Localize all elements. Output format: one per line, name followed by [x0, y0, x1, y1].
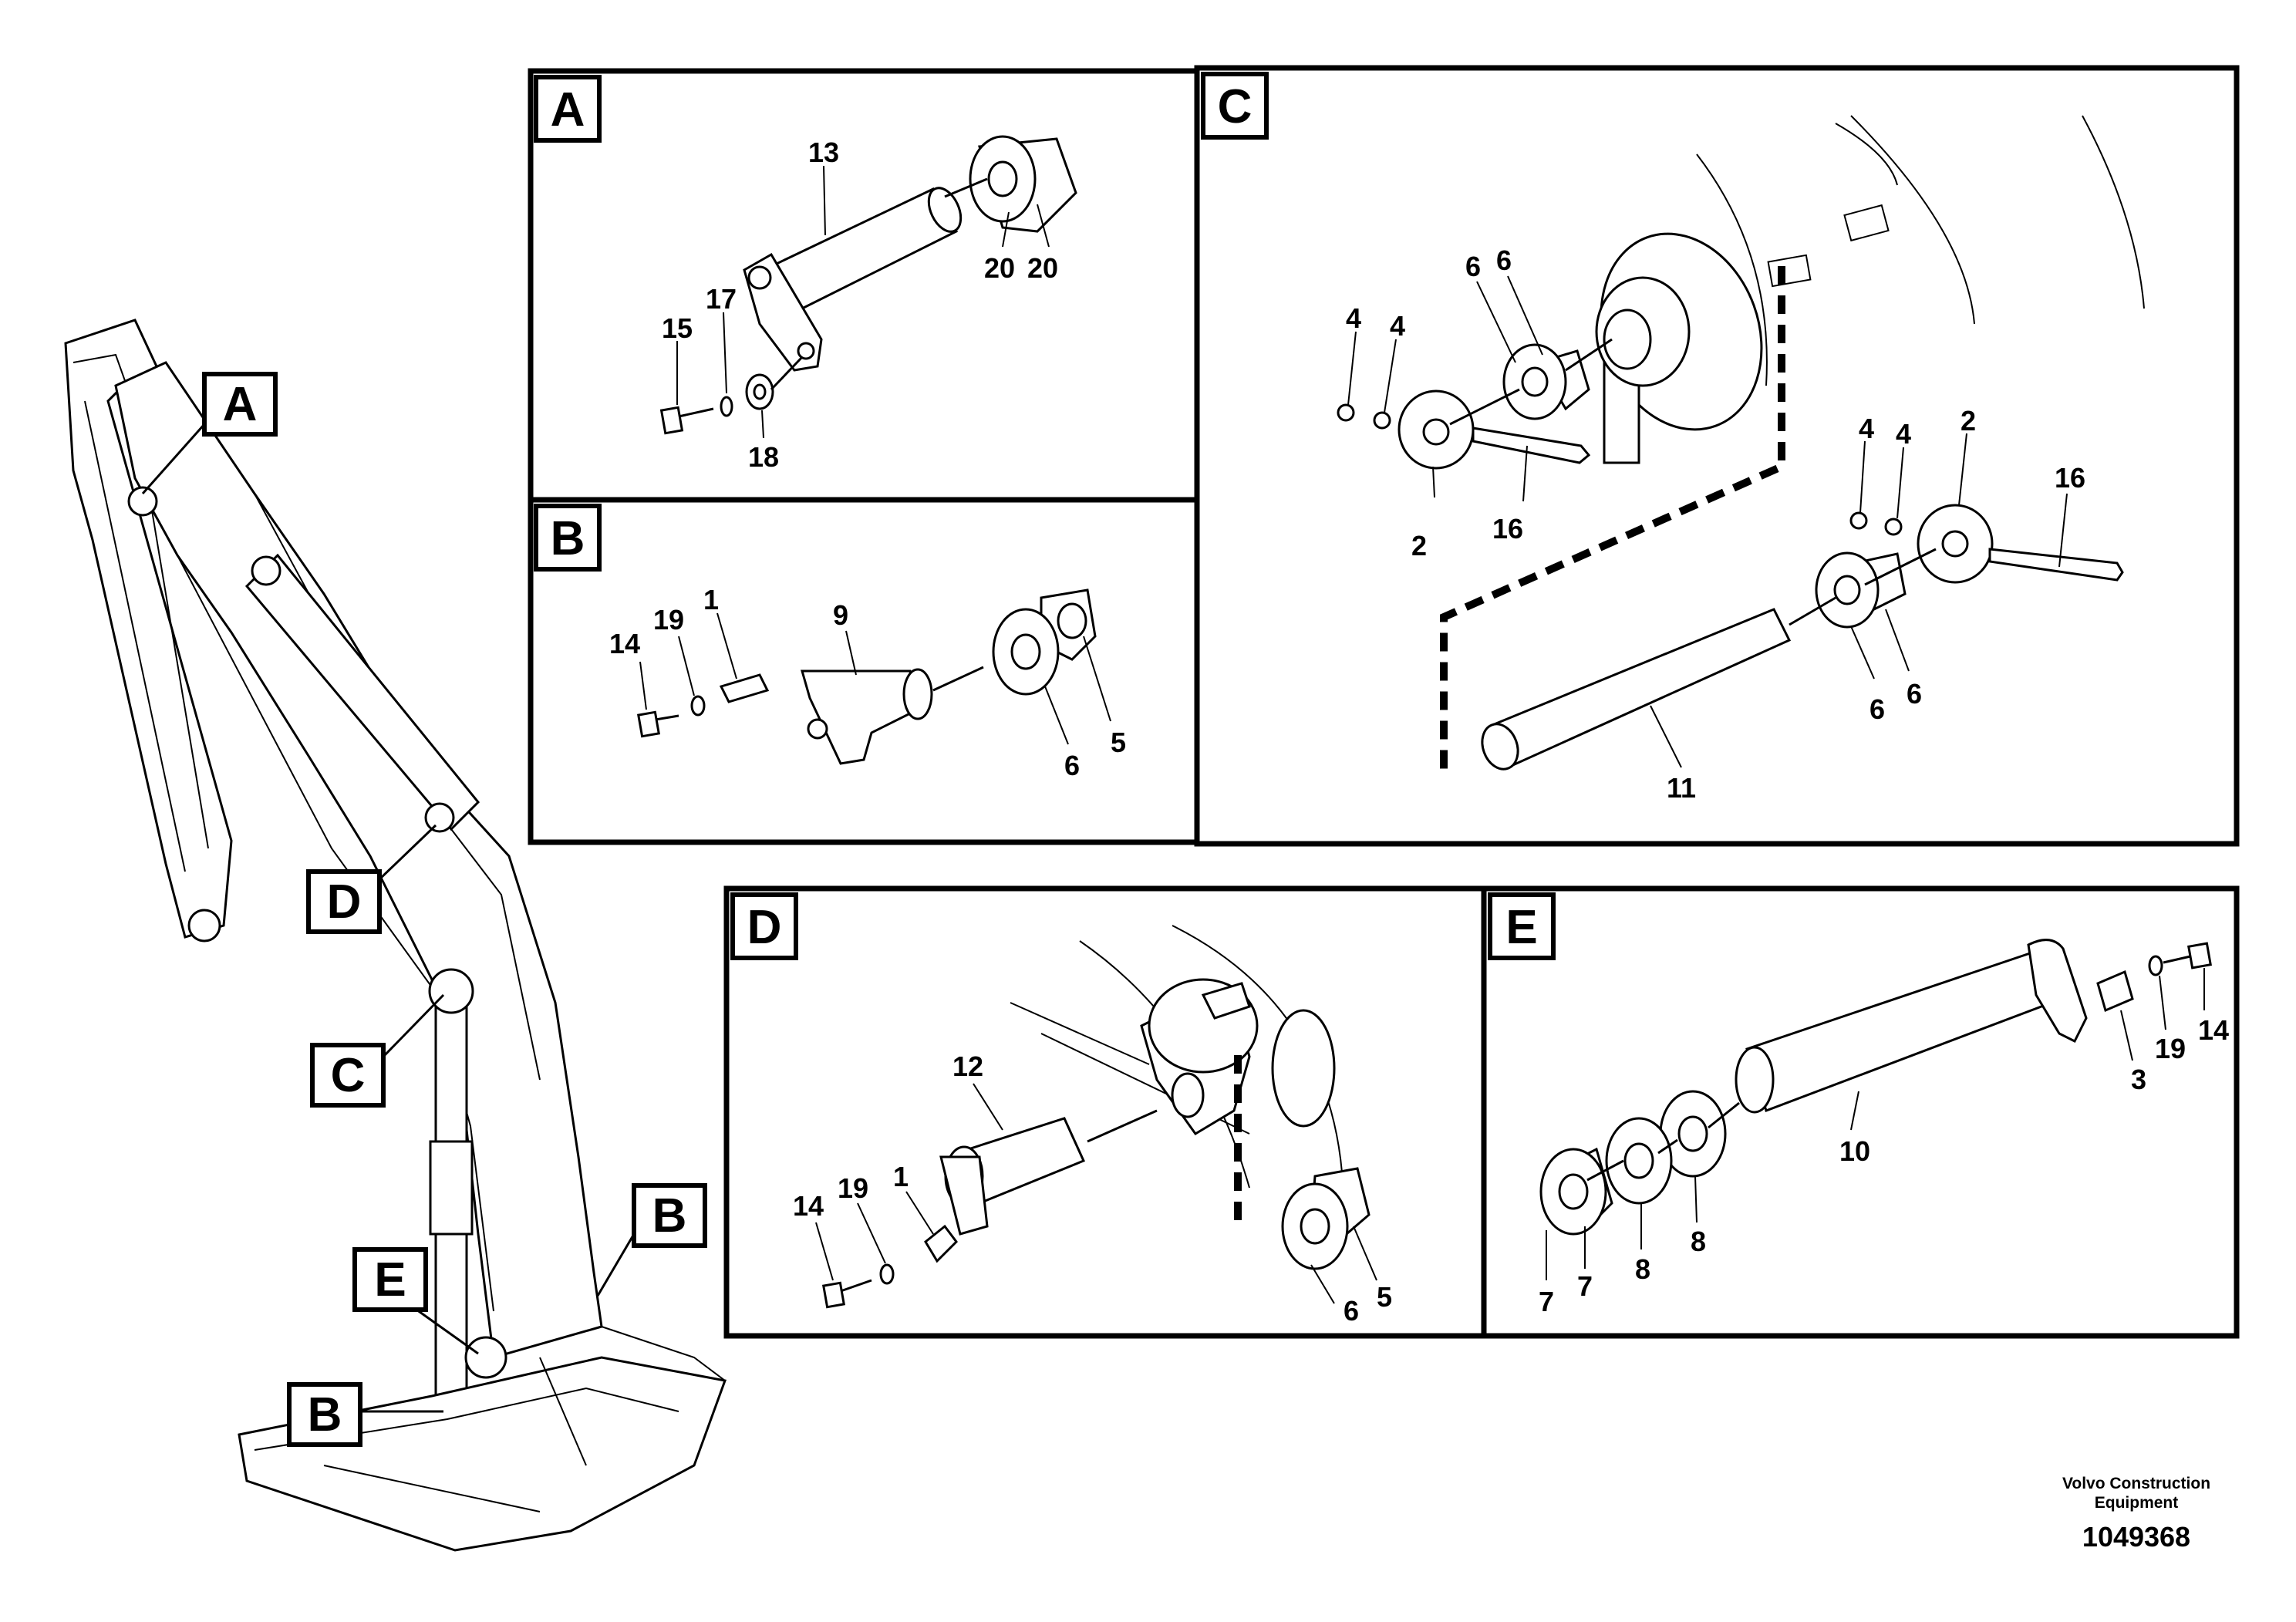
part-label: 16	[1492, 513, 1523, 545]
part-label: 14	[793, 1190, 824, 1222]
part-label: 19	[653, 604, 684, 636]
part-label: 17	[706, 283, 737, 315]
part-label: 16	[2055, 462, 2085, 494]
part-label: 8	[1691, 1226, 1706, 1257]
part-label: 5	[1111, 727, 1126, 758]
panel-E: E 3 19 14 10 7 7	[1488, 892, 2229, 1317]
part-label: 6	[1907, 678, 1922, 710]
panel-letter: C	[1218, 80, 1253, 133]
panel-D: D 12 14 19 1	[730, 892, 1392, 1327]
part-label: 8	[1635, 1253, 1650, 1285]
part-label: 7	[1577, 1270, 1593, 1302]
part-label: 19	[838, 1172, 868, 1204]
part-label: 11	[1667, 772, 1696, 804]
part-label: 9	[833, 599, 848, 631]
drawing-number: 1049368	[2082, 1521, 2190, 1553]
excavator-boom-overview	[64, 319, 727, 1552]
part-label: 4	[1390, 310, 1405, 342]
part-label: 14	[2198, 1014, 2229, 1046]
part-label: 14	[609, 628, 640, 659]
part-label: 4	[1859, 413, 1874, 444]
part-label: 18	[748, 441, 779, 473]
part-label: 6	[1870, 693, 1885, 725]
panel-B: B 14 19 1 9 6 5	[534, 504, 1126, 781]
overview-callout-B-lower: B	[287, 1382, 443, 1447]
part-label: 4	[1346, 302, 1361, 334]
overview-callout-B-upper: B	[596, 1183, 707, 1297]
footer: Volvo Construction Equipment 1049368	[2062, 1475, 2210, 1553]
part-label: 7	[1539, 1286, 1554, 1317]
part-label: 3	[2131, 1064, 2146, 1095]
part-label: 6	[1496, 244, 1512, 276]
panel-A: A 13 20 20 17 15 18	[534, 75, 1077, 473]
part-label: 6	[1465, 251, 1481, 282]
panel-letter: E	[1505, 901, 1537, 954]
part-label: 1	[893, 1161, 909, 1192]
part-label: 13	[808, 137, 839, 168]
part-label: 20	[984, 252, 1015, 284]
part-label: 15	[662, 312, 693, 344]
callout-letter: C	[331, 1049, 366, 1102]
part-label: 1	[703, 584, 719, 615]
panel-letter: D	[747, 901, 782, 954]
panel-frames	[528, 65, 2240, 1339]
company-name-line2: Equipment	[2095, 1494, 2179, 1512]
panel-C: C	[1201, 72, 2145, 804]
part-label: 6	[1064, 750, 1080, 781]
overview-callout-A: A	[141, 372, 278, 494]
callout-letter: B	[652, 1189, 687, 1243]
callout-letter: D	[327, 875, 362, 929]
overview-callout-D: D	[306, 824, 437, 934]
overview-callout-C: C	[310, 993, 445, 1108]
part-label: 12	[952, 1050, 983, 1082]
overview-callout-E: E	[352, 1247, 479, 1355]
callout-letter: A	[223, 378, 258, 431]
part-label: 2	[1961, 405, 1976, 437]
callout-letter: E	[374, 1253, 406, 1307]
part-label: 20	[1027, 252, 1058, 284]
part-label: 2	[1411, 530, 1427, 561]
part-label: 19	[2155, 1033, 2186, 1064]
panel-letter: A	[551, 83, 585, 137]
part-label: 6	[1344, 1295, 1359, 1327]
panel-letter: B	[551, 512, 585, 565]
company-name-line1: Volvo Construction	[2062, 1475, 2210, 1492]
part-label: 10	[1839, 1135, 1870, 1167]
part-label: 4	[1896, 418, 1911, 450]
callout-letter: B	[308, 1388, 342, 1442]
part-label: 5	[1377, 1281, 1392, 1313]
